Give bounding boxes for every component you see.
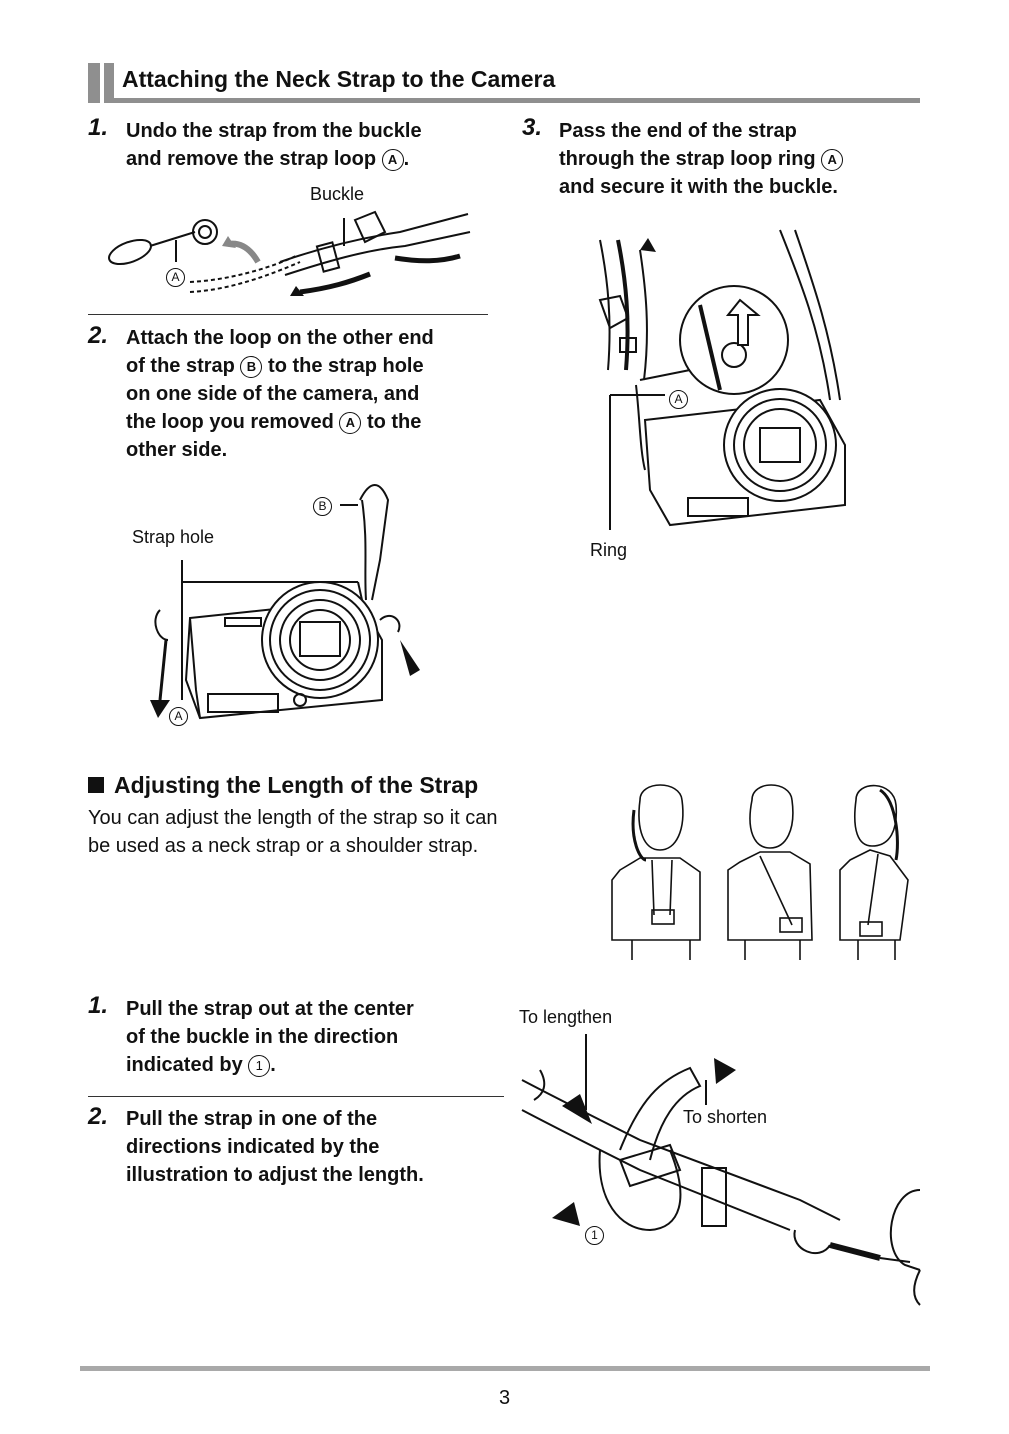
footer-rule	[80, 1366, 930, 1371]
step-number: 2.	[88, 1103, 109, 1130]
step-text: Pass the end of the strap through the st…	[559, 117, 939, 201]
marker-a: A	[339, 412, 362, 434]
marker-1: 1	[585, 1226, 604, 1245]
marker-b: B	[240, 356, 263, 378]
label-strap-hole: Strap hole	[132, 527, 215, 547]
header-accent-bar	[104, 63, 114, 103]
label-to-lengthen: To lengthen	[519, 1007, 613, 1027]
step-text: Undo the strap from the buckle and remov…	[126, 120, 422, 171]
step-number: 1.	[88, 992, 109, 1019]
step-number: 3.	[522, 114, 543, 141]
step-text: Attach the loop on the other end of the …	[126, 327, 434, 461]
step-text: Pull the strap in one of the directions …	[126, 1108, 424, 1186]
marker-a: A	[166, 268, 185, 287]
marker-a: A	[669, 390, 688, 409]
subsection-description: You can adjust the length of the strap s…	[88, 807, 498, 857]
step-number: 2.	[88, 322, 109, 349]
divider	[88, 1096, 504, 1097]
label-ring: Ring	[590, 540, 628, 560]
marker-a: A	[381, 149, 404, 171]
step-text: Pull the strap out at the center of the …	[126, 998, 414, 1077]
section-title: Attaching the Neck Strap to the Camera	[122, 66, 556, 92]
header-underline	[112, 98, 920, 103]
marker-a: A	[169, 707, 188, 726]
marker-b: B	[313, 497, 332, 516]
header-accent-bar	[88, 63, 100, 103]
step-number: 1.	[88, 114, 109, 141]
divider	[88, 314, 488, 315]
label-to-shorten: To shorten	[683, 1107, 768, 1127]
subsection-title: Adjusting the Length of the Strap	[88, 772, 478, 799]
label-buckle: Buckle	[310, 184, 365, 204]
square-bullet-icon	[88, 777, 104, 793]
marker-a: A	[821, 149, 844, 171]
page-number: 3	[498, 1387, 511, 1409]
marker-1: 1	[248, 1055, 271, 1077]
